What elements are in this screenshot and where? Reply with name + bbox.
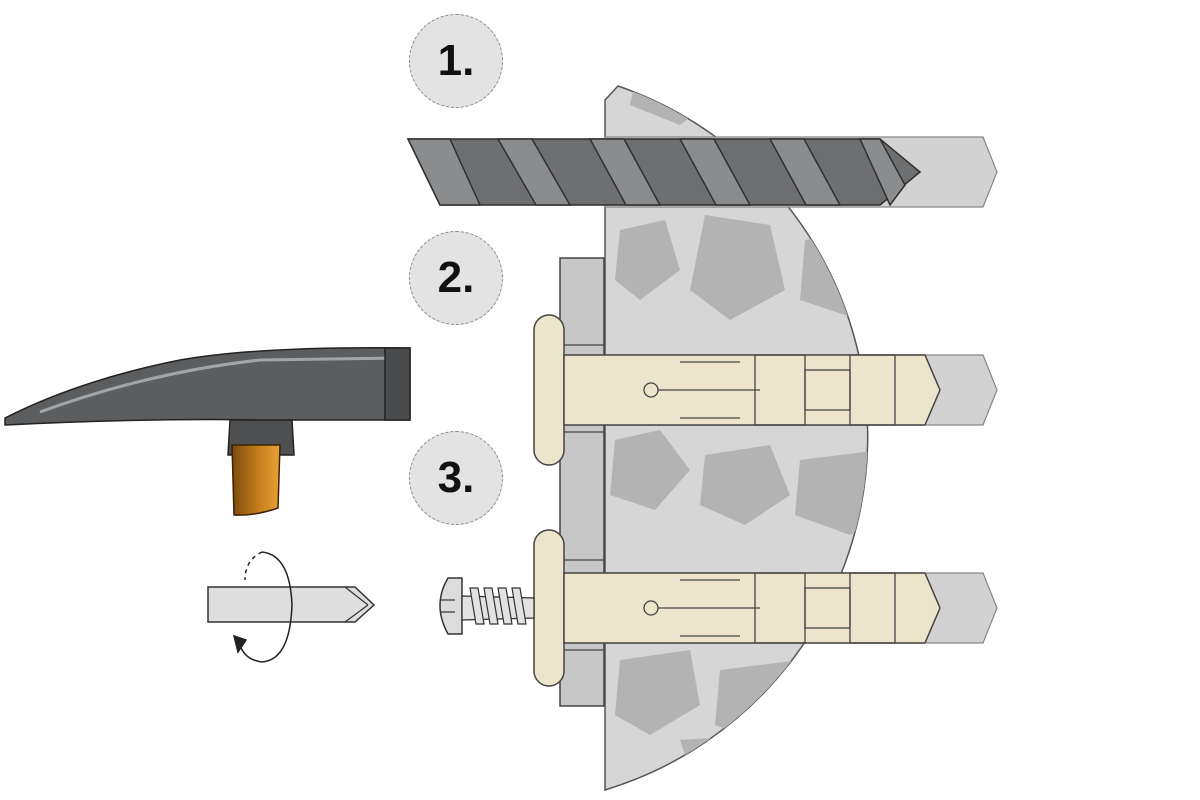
wall-plug-icon	[533, 314, 941, 466]
step-3-badge: 3.	[409, 431, 503, 525]
wall-plug-with-screw-icon	[533, 529, 941, 687]
step-2-badge: 2.	[409, 231, 503, 325]
screwdriver-bit-icon	[207, 586, 376, 623]
rotation-arrow-icon	[232, 551, 293, 663]
screw-icon	[439, 577, 535, 635]
drill-bit-icon	[406, 138, 922, 207]
hammer-icon	[4, 347, 411, 516]
step-1-badge: 1.	[409, 14, 503, 108]
